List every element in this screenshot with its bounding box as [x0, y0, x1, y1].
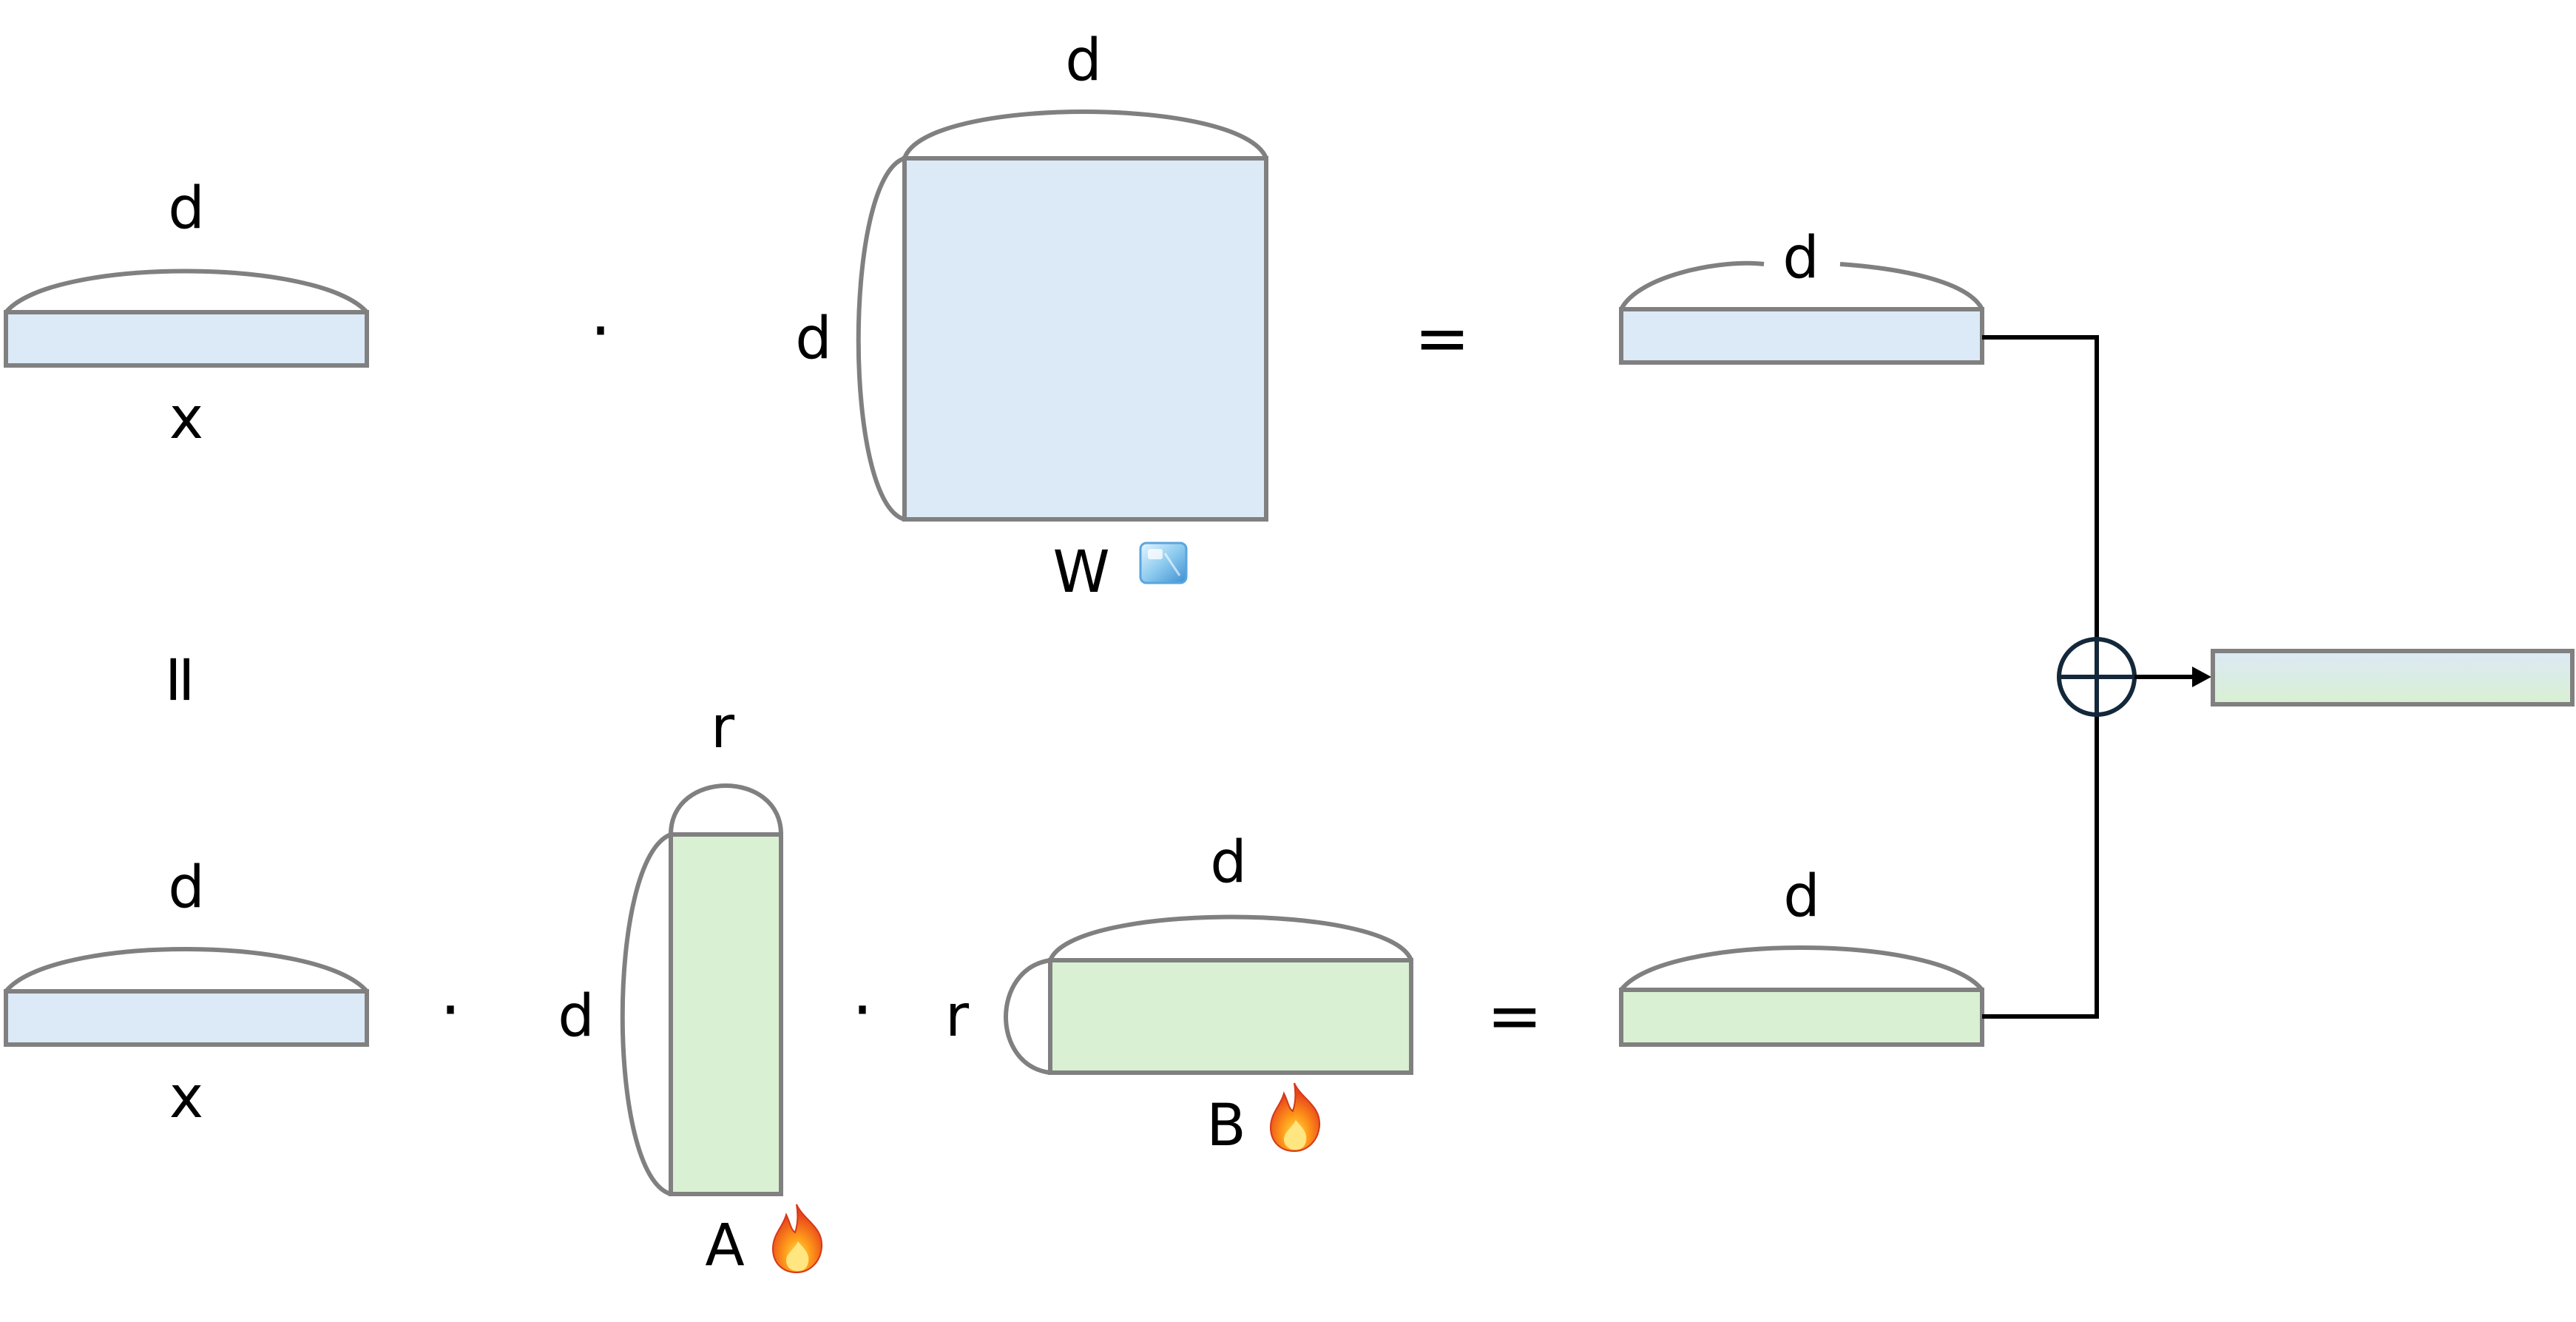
dot-operator-top: ·: [590, 292, 612, 370]
equals-operator-vertical: =: [143, 651, 220, 706]
b-name: B: [1206, 1093, 1246, 1159]
w-top-dim-arc: [902, 109, 1268, 160]
x-bottom-dim-arc: [4, 947, 369, 993]
fire-icon: [1269, 1082, 1321, 1153]
x-bottom-bar: [4, 989, 369, 1047]
x-top-dim-label: d: [168, 175, 205, 242]
merge-arrow: [2134, 667, 2211, 687]
w-left-dim-arc: [856, 156, 906, 522]
fire-icon: [771, 1204, 823, 1274]
a-left-dim-arc: [620, 832, 672, 1196]
x-bottom-name: x: [169, 1065, 203, 1131]
w-left-dim-label: d: [795, 306, 832, 372]
dot-operator-bottom-2: ·: [852, 971, 873, 1049]
a-matrix-box: [669, 832, 783, 1196]
b-top-dim-arc: [1048, 914, 1413, 962]
out-bottom-dim-arc: [1619, 945, 1984, 991]
w-name: W: [1052, 539, 1109, 606]
b-top-dim-label: d: [1210, 829, 1247, 896]
a-matrix: r d A: [558, 695, 823, 1279]
out-top-dim-arc-right: [1839, 262, 1984, 311]
out-top-bar: [1619, 307, 1984, 365]
out-bottom-dim-label: d: [1783, 863, 1820, 930]
out-top-dim-arc-left: [1619, 260, 1765, 311]
output-vector-bottom: d: [1619, 863, 1984, 1047]
out-top-dim-label: d: [1782, 225, 1819, 291]
x-top-name: x: [169, 385, 203, 452]
dot-operator-bottom-1: ·: [440, 971, 462, 1049]
equals-operator-top: =: [1414, 300, 1470, 377]
x-vector-top: d x: [4, 175, 369, 452]
a-left-dim-label: d: [558, 983, 595, 1050]
out-bottom-bar: [1619, 988, 1984, 1047]
ice-cube-icon: [1139, 542, 1188, 584]
w-matrix-box: [902, 156, 1268, 522]
equals-operator-bottom: =: [1487, 977, 1542, 1055]
final-output-bar: [2211, 649, 2575, 706]
b-left-dim-label: r: [945, 983, 970, 1050]
output-vector-top: d: [1619, 225, 1984, 365]
x-top-dim-arc: [4, 269, 369, 314]
x-top-bar: [4, 310, 369, 368]
b-left-dim-arc: [1004, 958, 1051, 1075]
a-top-dim-arc: [669, 783, 783, 835]
b-matrix: d r B: [945, 829, 1413, 1159]
w-top-dim-label: d: [1065, 27, 1102, 94]
a-top-dim-label: r: [711, 695, 735, 761]
w-matrix: d d W: [795, 27, 1268, 606]
circled-plus-icon: [2057, 637, 2137, 717]
b-matrix-box: [1048, 958, 1413, 1075]
x-vector-bottom: d x: [4, 854, 369, 1131]
x-bottom-dim-label: d: [168, 854, 205, 921]
a-name: A: [705, 1213, 744, 1279]
